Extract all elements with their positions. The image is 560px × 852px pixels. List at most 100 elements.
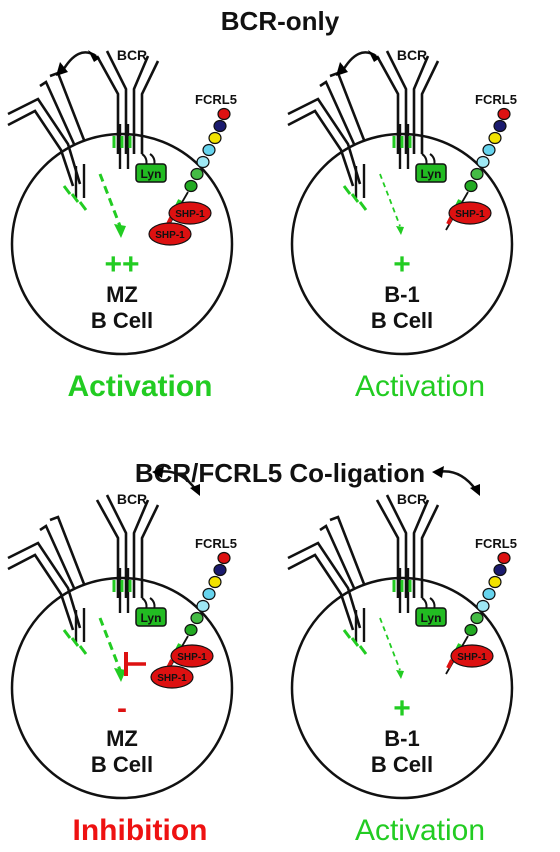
itam-marker bbox=[358, 645, 368, 655]
left-bcr-arm bbox=[287, 97, 362, 185]
central-bcr-arm bbox=[412, 55, 430, 154]
lyn-label: Lyn bbox=[141, 611, 162, 625]
itam-marker bbox=[62, 629, 72, 639]
shp1-phosphatase bbox=[450, 644, 494, 668]
fcrl5-ig-domain bbox=[493, 119, 507, 133]
central-bcr-arm bbox=[385, 494, 408, 598]
signal-arrowhead bbox=[114, 668, 126, 682]
fcrl5-ig-domain bbox=[217, 107, 231, 121]
fcrl5-ig-domain bbox=[184, 179, 198, 193]
lyn-label: Lyn bbox=[421, 611, 442, 625]
fcrl5-ig-domain bbox=[190, 167, 204, 181]
central-bcr-arm bbox=[105, 50, 128, 154]
left-bcr-arm bbox=[319, 524, 356, 589]
fcrl5-ig-domain bbox=[208, 131, 222, 145]
signal-symbol: ++ bbox=[104, 248, 139, 281]
itam-marker bbox=[342, 629, 352, 639]
central-bcr-arm bbox=[132, 55, 150, 154]
itam-marker bbox=[70, 637, 80, 647]
fcrl5-ig-domain bbox=[202, 143, 216, 157]
fcrl5-ig-domain bbox=[482, 143, 496, 157]
arrowhead bbox=[432, 466, 444, 478]
shp1-phosphatase bbox=[150, 665, 194, 689]
cell-type-label: MZ bbox=[106, 726, 138, 751]
lyn-kinase bbox=[415, 607, 447, 627]
outcome-label: Inhibition bbox=[72, 814, 208, 847]
shp1-phosphatase bbox=[148, 222, 192, 246]
lyn-label: Lyn bbox=[421, 167, 442, 181]
outcome-label: Activation bbox=[67, 370, 213, 403]
shp1-phosphatase bbox=[170, 644, 214, 668]
central-bcr-arm bbox=[420, 60, 440, 154]
arrowhead bbox=[470, 484, 480, 496]
central-bcr-arm bbox=[140, 504, 160, 598]
fcrl5-label: FCRL5 bbox=[195, 536, 237, 551]
signal-symbol: + bbox=[393, 248, 411, 281]
shp1-label: SHP-1 bbox=[157, 673, 187, 684]
itam-marker bbox=[350, 637, 360, 647]
fcrl5-ig-domain bbox=[476, 155, 490, 169]
fcrl5-ig-domain bbox=[488, 131, 502, 145]
signal-arrowhead bbox=[114, 224, 126, 238]
arrowhead bbox=[152, 466, 164, 478]
shp1-phosphatase bbox=[168, 201, 212, 225]
arrowhead bbox=[368, 50, 380, 62]
fcrl5-ig-domain bbox=[208, 575, 222, 589]
outcome-label: Activation bbox=[354, 814, 486, 847]
fcrl5-ig-domain bbox=[202, 587, 216, 601]
fcrl5-label: FCRL5 bbox=[475, 92, 517, 107]
central-bcr-arm bbox=[375, 499, 400, 598]
b-cell-label: B Cell bbox=[91, 308, 153, 333]
left-bcr-arm bbox=[39, 524, 76, 589]
fcrl5-ig-domain bbox=[470, 167, 484, 181]
shp1-label: SHP-1 bbox=[177, 652, 207, 663]
fcrl5-ig-domain bbox=[464, 179, 478, 193]
central-bcr-arm bbox=[105, 494, 128, 598]
signal-arrowhead bbox=[396, 226, 404, 235]
fcrl5-ig-domain bbox=[196, 599, 210, 613]
fcrl5-ig-domain bbox=[213, 119, 227, 133]
signal-arrow bbox=[379, 617, 401, 671]
central-bcr-arm bbox=[412, 499, 430, 598]
shp1-label: SHP-1 bbox=[455, 209, 485, 220]
left-bcr-arm bbox=[7, 97, 82, 185]
itim-marker bbox=[446, 659, 454, 669]
shp1-label: SHP-1 bbox=[457, 652, 487, 663]
fcrl5-ig-domain bbox=[196, 155, 210, 169]
signal-arrow bbox=[98, 617, 122, 671]
central-bcr-arm bbox=[95, 499, 120, 598]
itam-marker bbox=[78, 201, 88, 211]
central-bcr-arm bbox=[385, 50, 408, 154]
arrowhead bbox=[56, 62, 68, 76]
itam-marker bbox=[78, 645, 88, 655]
cell-type-label: B-1 bbox=[384, 282, 419, 307]
cell-type-label: MZ bbox=[106, 282, 138, 307]
left-bcr-arm bbox=[49, 515, 86, 585]
bcr-label: BCR bbox=[397, 491, 427, 507]
itam-marker bbox=[70, 193, 80, 203]
b-cell-label: B Cell bbox=[371, 752, 433, 777]
left-bcr-arm bbox=[287, 553, 355, 631]
cell-type-label: B-1 bbox=[384, 726, 419, 751]
fcrl5-ig-domain bbox=[184, 623, 198, 637]
fcrl5-ig-domain bbox=[488, 575, 502, 589]
crosslink-arrow bbox=[437, 470, 478, 491]
fcrl5-ig-domain bbox=[476, 599, 490, 613]
fcrl5-ig-domain bbox=[470, 611, 484, 625]
bcr-label: BCR bbox=[397, 47, 427, 63]
itam-marker bbox=[62, 185, 72, 195]
b-cell-label: B Cell bbox=[371, 308, 433, 333]
bcr-label: BCR bbox=[117, 47, 147, 63]
lyn-kinase bbox=[135, 163, 167, 183]
signal-arrowhead bbox=[396, 670, 404, 679]
central-bcr-arm bbox=[132, 499, 150, 598]
left-bcr-arm bbox=[7, 109, 75, 187]
left-bcr-arm bbox=[287, 541, 362, 629]
left-bcr-arm bbox=[329, 515, 366, 585]
fcrl5-ig-domain bbox=[497, 551, 511, 565]
fcrl5-label: FCRL5 bbox=[475, 536, 517, 551]
b-cell-label: B Cell bbox=[91, 752, 153, 777]
